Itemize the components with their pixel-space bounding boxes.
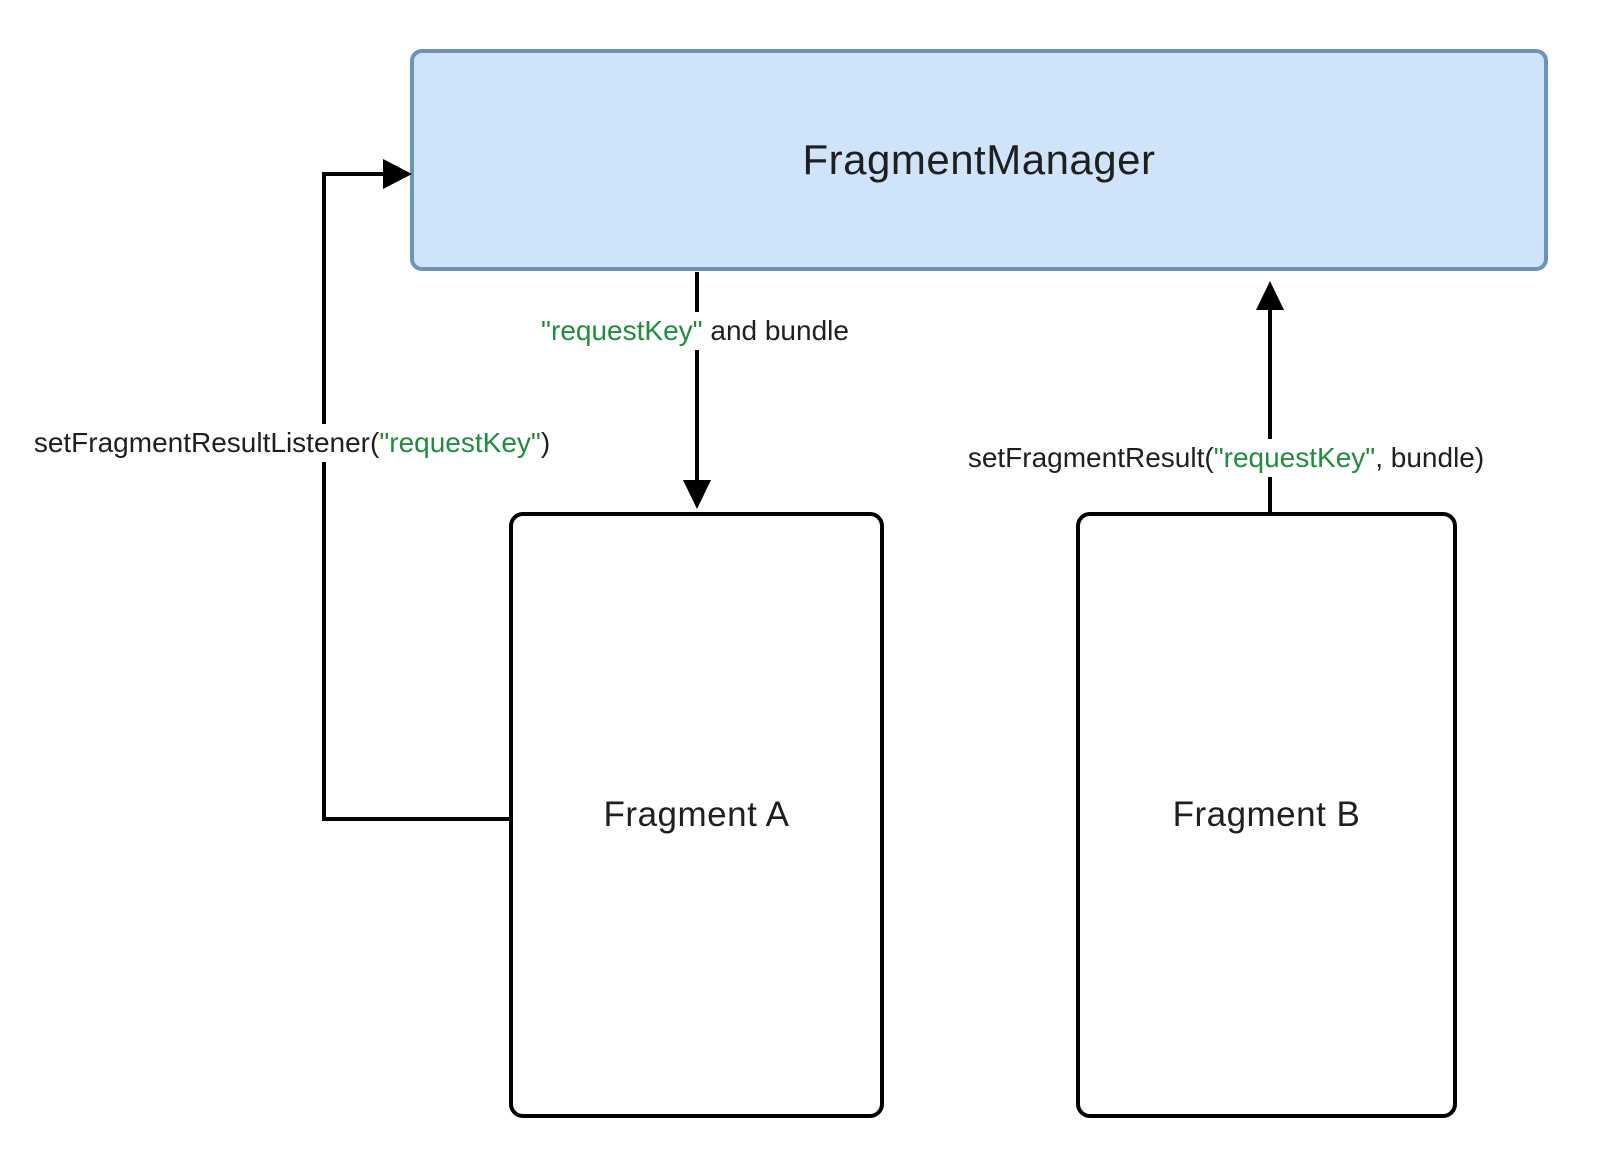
label-set-fragment-result-listener: setFragmentResultListener("requestKey") xyxy=(25,424,559,462)
label-request-bundle-request-key: "requestKey" xyxy=(541,315,703,346)
fragment-b-node: Fragment B xyxy=(1076,512,1457,1118)
arrowhead-up-icon xyxy=(1256,281,1284,310)
fragment-a-node: Fragment A xyxy=(509,512,884,1118)
fragment-manager-node: FragmentManager xyxy=(410,49,1548,271)
label-result-request-key: "requestKey" xyxy=(1213,442,1376,473)
fragment-b-label: Fragment B xyxy=(1172,795,1361,834)
label-result-pre: setFragmentResult( xyxy=(967,442,1214,473)
label-listener-request-key: "requestKey" xyxy=(379,427,541,458)
arrow-result xyxy=(1256,281,1284,513)
arrowhead-right-icon xyxy=(383,159,412,189)
fragment-manager-label: FragmentManager xyxy=(802,136,1156,183)
fragment-a-label: Fragment A xyxy=(603,795,790,834)
label-listener-post: ) xyxy=(540,427,551,458)
label-result-post: , bundle) xyxy=(1375,442,1485,473)
label-set-fragment-result: setFragmentResult("requestKey", bundle) xyxy=(959,439,1493,477)
label-request-key-and-bundle: "requestKey" and bundle xyxy=(533,312,857,350)
label-listener-pre: setFragmentResultListener( xyxy=(33,427,380,458)
label-request-bundle-post: and bundle xyxy=(702,315,849,346)
arrow-request-bundle xyxy=(683,272,711,509)
arrowhead-down-icon xyxy=(683,480,711,509)
